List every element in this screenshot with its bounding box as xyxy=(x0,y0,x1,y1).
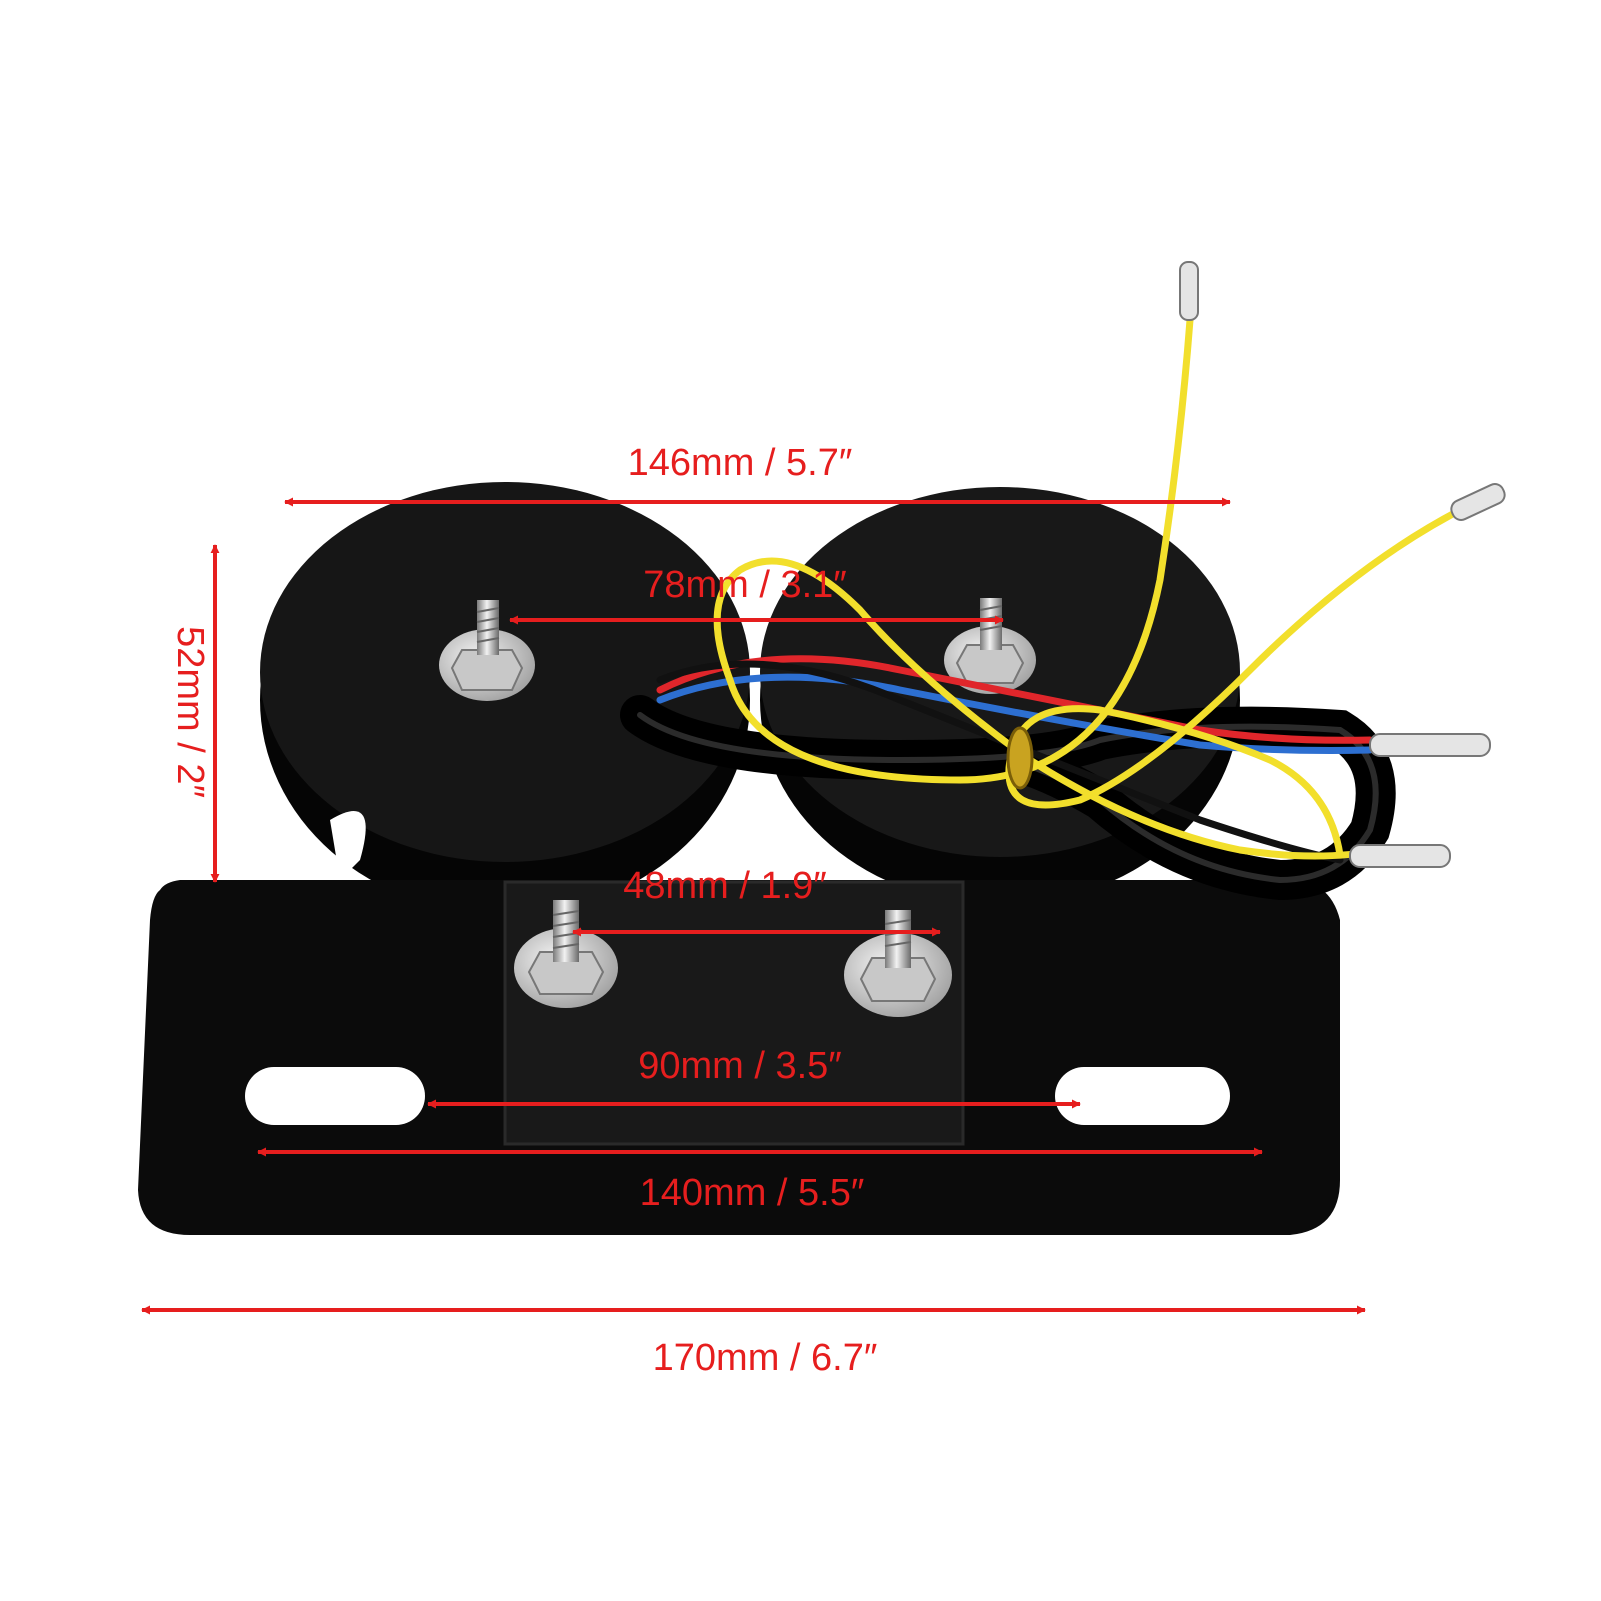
label-width-top: 146mm / 5.7″ xyxy=(628,442,853,484)
connector-top xyxy=(1179,261,1199,321)
tail-light-bracket xyxy=(138,261,1506,1235)
label-slot-span: 140mm / 5.5″ xyxy=(640,1172,865,1214)
connector-right-middle xyxy=(1369,733,1491,757)
dimension-annotations xyxy=(141,497,1366,1315)
connector-right-lower xyxy=(1349,844,1451,868)
bolt-top-left xyxy=(439,600,535,701)
housing-notch xyxy=(330,811,366,880)
connector-right-upper xyxy=(1450,483,1506,521)
mounting-slot-left xyxy=(245,1067,425,1125)
label-height: 52mm / 2″ xyxy=(169,626,211,798)
label-bolt-spacing-top: 78mm / 3.1″ xyxy=(643,564,847,606)
bolt-plate-right xyxy=(844,910,952,1017)
label-overall-width: 170mm / 6.7″ xyxy=(653,1337,878,1379)
dimension-labels: 146mm / 5.7″ 78mm / 3.1″ 52mm / 2″ 48mm … xyxy=(169,442,877,1379)
label-bolt-spacing-plate: 48mm / 1.9″ xyxy=(623,865,827,907)
wiring-harness xyxy=(620,261,1506,901)
mounting-slot-right xyxy=(1055,1067,1230,1125)
label-slot-spacing: 90mm / 3.5″ xyxy=(638,1045,842,1087)
bolt-plate-left xyxy=(514,900,618,1008)
lamp-housing-left xyxy=(260,482,750,915)
